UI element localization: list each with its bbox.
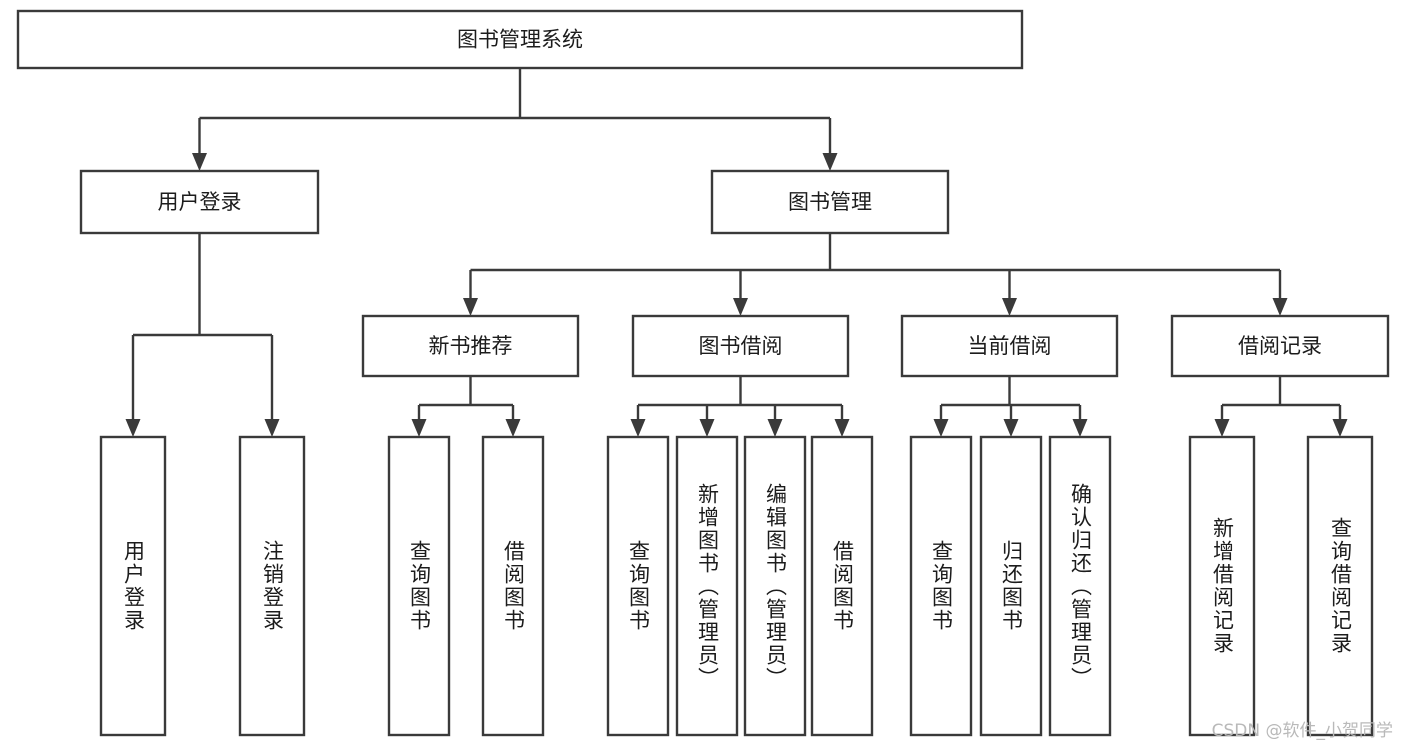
- node-level3-1[interactable]: [631, 314, 850, 378]
- connector-layer: [125, 68, 1348, 437]
- arrow-down-icon-leaf-7: [834, 419, 850, 437]
- arrow-down-icon-l3-2: [1002, 298, 1017, 316]
- node-level3-0[interactable]: [361, 314, 580, 378]
- node-level2-label-1: 图书管理: [788, 190, 872, 214]
- arrow-down-icon-leaf-6: [767, 419, 783, 437]
- watermark-credit: CSDN @软件_小贺同学: [1211, 721, 1393, 741]
- node-leaf-2[interactable]: [387, 435, 451, 737]
- arrow-down-icon-l3-0: [463, 298, 478, 316]
- arrow-down-icon-l2-1: [822, 153, 838, 171]
- arrow-down-icon-leaf-12: [1332, 419, 1348, 437]
- arrow-down-icon-leaf-11: [1214, 419, 1230, 437]
- node-leaf-1[interactable]: [238, 435, 306, 737]
- node-level3-label-2: 当前借阅: [968, 334, 1052, 358]
- node-level2-label-0: 用户登录: [158, 190, 242, 214]
- arrow-down-icon-leaf-4: [630, 419, 646, 437]
- node-leaf-4[interactable]: [606, 435, 670, 737]
- arrow-down-icon-leaf-3: [505, 419, 521, 437]
- arrow-down-icon-leaf-8: [933, 419, 949, 437]
- arrow-down-icon-l3-1: [733, 298, 748, 316]
- arrow-down-icon-leaf-10: [1072, 419, 1088, 437]
- node-level3-3[interactable]: [1170, 314, 1390, 378]
- node-leaf-3[interactable]: [481, 435, 545, 737]
- node-level3-label-0: 新书推荐: [429, 334, 513, 358]
- node-leaf-11[interactable]: [1188, 435, 1256, 737]
- node-leaf-8[interactable]: [909, 435, 973, 737]
- arrow-down-icon-leaf-0: [125, 419, 141, 437]
- arrow-down-icon-leaf-5: [699, 419, 715, 437]
- node-leaf-5[interactable]: [675, 435, 739, 737]
- node-leaf-6[interactable]: [743, 435, 807, 737]
- node-root[interactable]: [16, 9, 1024, 70]
- arrow-down-icon-l3-3: [1272, 298, 1288, 316]
- node-box-layer: [16, 9, 1390, 737]
- node-leaf-0[interactable]: [99, 435, 167, 737]
- node-level3-2[interactable]: [900, 314, 1119, 378]
- node-level3-label-3: 借阅记录: [1238, 334, 1322, 358]
- node-level3-label-1: 图书借阅: [699, 334, 783, 358]
- node-level2-1[interactable]: [710, 169, 950, 235]
- arrow-down-icon-leaf-2: [411, 419, 427, 437]
- arrow-down-icon-l2-0: [192, 153, 207, 171]
- arrow-down-icon-leaf-1: [264, 419, 280, 437]
- node-leaf-7[interactable]: [810, 435, 874, 737]
- node-leaf-10[interactable]: [1048, 435, 1112, 737]
- node-root-label: 图书管理系统: [457, 28, 583, 52]
- arrow-down-icon-leaf-9: [1003, 419, 1019, 437]
- node-leaf-12[interactable]: [1306, 435, 1374, 737]
- node-level2-0[interactable]: [79, 169, 320, 235]
- node-leaf-9[interactable]: [979, 435, 1043, 737]
